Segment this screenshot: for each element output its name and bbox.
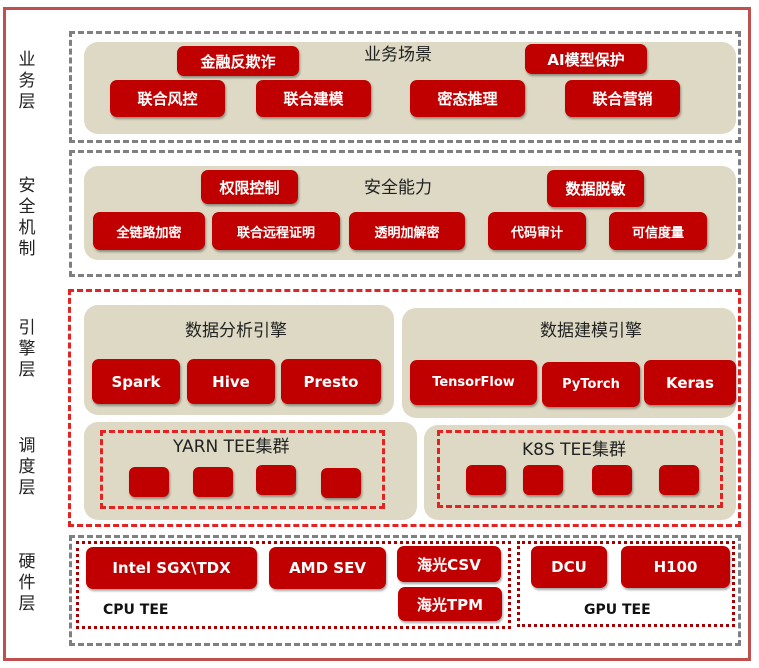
yarn-node <box>129 467 169 497</box>
hw-hygon-tpm: 海光TPM <box>398 587 502 621</box>
layer-label-scheduling: 调度层 <box>18 436 36 498</box>
business-item-ai-model: AI模型保护 <box>525 44 647 74</box>
architecture-frame <box>3 7 751 661</box>
business-item-risk: 联合风控 <box>110 80 225 117</box>
layer-label-engine: 引擎层 <box>18 318 36 380</box>
security-layer-box <box>69 150 741 277</box>
engine-pytorch: PyTorch <box>542 362 640 407</box>
k8s-node <box>659 465 699 495</box>
security-item-masking: 数据脱敏 <box>547 170 644 207</box>
hw-h100: H100 <box>621 546 730 588</box>
engine-scheduling-box <box>68 289 741 527</box>
hardware-layer-box <box>69 535 741 646</box>
engine-tensorflow: TensorFlow <box>410 360 537 405</box>
business-title: 业务场景 <box>364 45 432 65</box>
k8s-node <box>466 465 506 495</box>
yarn-cluster-box <box>100 430 385 509</box>
yarn-node <box>321 468 361 498</box>
layer-label-security: 安全机制 <box>18 176 36 259</box>
cpu-tee-box <box>76 541 511 629</box>
layer-label-business: 业务层 <box>18 50 36 112</box>
hw-amd-sev: AMD SEV <box>269 547 386 589</box>
yarn-node <box>256 465 296 495</box>
analysis-engine-title: 数据分析引擎 <box>185 321 287 341</box>
business-layer-box <box>69 31 741 143</box>
cpu-tee-label: CPU TEE <box>103 602 169 618</box>
business-item-fraud: 金融反欺诈 <box>177 46 299 76</box>
security-item-audit: 代码审计 <box>488 212 586 250</box>
engine-spark: Spark <box>92 359 180 404</box>
hw-intel-sgx: Intel SGX\TDX <box>86 547 257 589</box>
security-item-transparent: 透明加解密 <box>349 212 465 250</box>
security-item-attestation: 联合远程证明 <box>212 212 340 250</box>
hw-hygon-csv: 海光CSV <box>397 546 501 582</box>
modeling-engine-title: 数据建模引擎 <box>540 321 642 341</box>
engine-presto: Presto <box>281 359 381 404</box>
gpu-tee-box <box>517 541 735 627</box>
engine-keras: Keras <box>644 360 736 405</box>
k8s-cluster-title: K8S TEE集群 <box>522 440 627 460</box>
gpu-tee-label: GPU TEE <box>584 602 651 618</box>
hw-dcu: DCU <box>531 546 607 588</box>
business-item-modeling: 联合建模 <box>256 80 371 117</box>
engine-hive: Hive <box>187 359 275 404</box>
yarn-node <box>193 467 233 497</box>
security-item-access: 权限控制 <box>201 170 298 204</box>
business-item-inference: 密态推理 <box>410 80 525 117</box>
layer-label-hardware: 硬件层 <box>18 552 36 614</box>
k8s-node <box>523 465 563 495</box>
business-item-marketing: 联合营销 <box>565 80 680 117</box>
k8s-node <box>592 465 632 495</box>
yarn-cluster-title: YARN TEE集群 <box>173 437 290 457</box>
k8s-cluster-box <box>437 430 723 508</box>
security-title: 安全能力 <box>364 178 432 198</box>
security-item-measurement: 可信度量 <box>609 212 707 250</box>
security-item-encryption: 全链路加密 <box>93 212 205 250</box>
